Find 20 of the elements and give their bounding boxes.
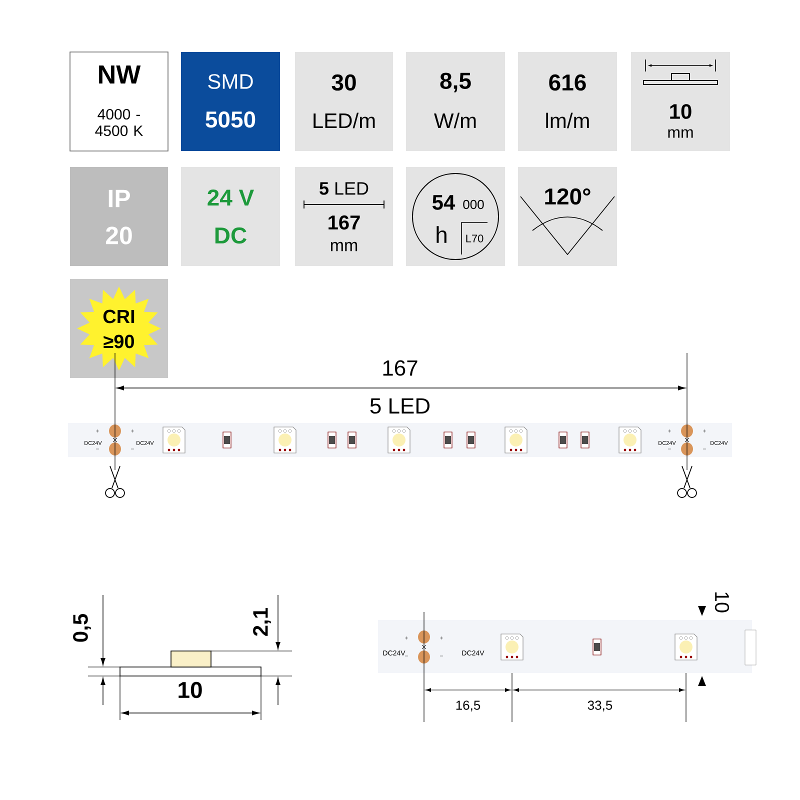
spec-tile: 10 mm <box>631 52 730 151</box>
star-badge: CRI ≥90 <box>77 286 161 370</box>
spec-tile: 30 LED/m <box>295 52 393 151</box>
spec-tile: NW 4000 - 4500 K <box>70 52 168 152</box>
spec-tile: 5 LED 167 mm <box>295 167 393 266</box>
dimension-label: 33,5 <box>588 700 612 712</box>
spec-tile: IP 20 <box>70 167 168 266</box>
spec-tile: SMD 5050 <box>181 52 280 151</box>
dimension-label: 5 LED <box>370 398 430 414</box>
dimension-label: 10 <box>714 592 730 612</box>
dimension-label: 2,1 <box>253 608 271 636</box>
spec-tile: 120° <box>518 167 617 266</box>
spec-tile: 54 000 h L70 <box>406 167 505 266</box>
dimension-label: 16,5 <box>456 700 480 712</box>
dimension-label: 0,5 <box>73 614 91 642</box>
spec-tile: 24 V DC <box>181 167 280 266</box>
dimension-label: 10 <box>178 682 202 698</box>
spec-tile: 8,5 W/m <box>406 52 505 151</box>
spec-tile: 616 lm/m <box>518 52 617 151</box>
dimension-label: 167 <box>383 360 418 376</box>
